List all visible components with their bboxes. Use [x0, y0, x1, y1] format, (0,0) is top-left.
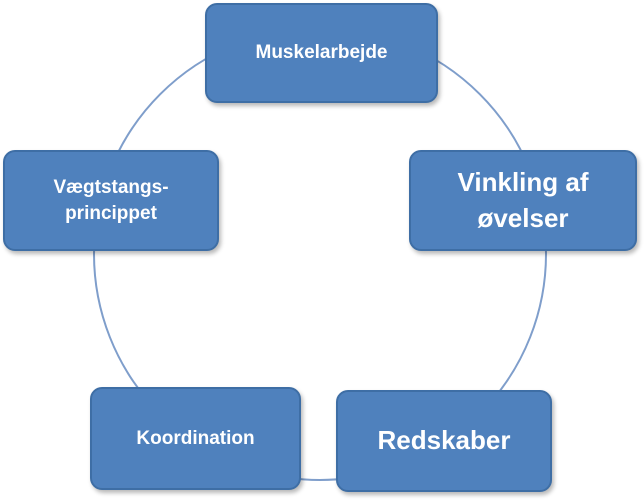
- node-vaegtstangsprincippet: Vægtstangs- princippet: [3, 150, 219, 251]
- node-muskelarbejde-label: Muskelarbejde: [255, 42, 388, 64]
- node-vinkling-af-ovelser-label: Vinkling af øvelser: [457, 167, 589, 233]
- node-redskaber-label: Redskaber: [377, 425, 511, 456]
- node-redskaber: Redskaber: [336, 390, 552, 492]
- node-muskelarbejde: Muskelarbejde: [205, 3, 438, 103]
- node-vinkling-af-ovelser: Vinkling af øvelser: [409, 150, 637, 251]
- node-vaegtstangsprincippet-label: Vægtstangs- princippet: [53, 176, 169, 224]
- node-koordination: Koordination: [90, 387, 301, 490]
- node-koordination-label: Koordination: [136, 427, 255, 449]
